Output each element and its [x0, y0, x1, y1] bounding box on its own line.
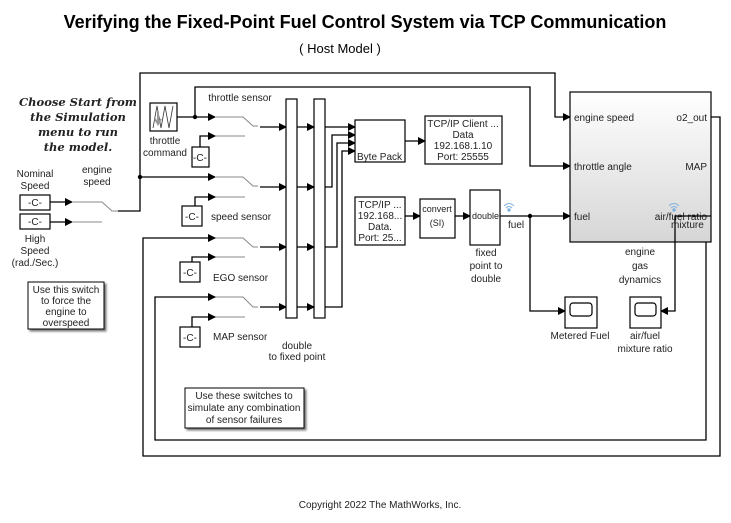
- metered-fuel-scope[interactable]: [564, 296, 598, 329]
- svg-text:TCP/IP Client ...: TCP/IP Client ...: [427, 119, 499, 130]
- signal-logging-icon: [503, 203, 515, 212]
- fixed-to-double-block[interactable]: double: [469, 189, 501, 246]
- engine-label: engine: [625, 247, 655, 258]
- fixed-to-double-label: point to: [470, 261, 503, 272]
- svg-text:Choose Start from: Choose Start from: [19, 95, 137, 109]
- throttle-command-label: throttle: [150, 136, 181, 147]
- engine-speed-switch-label: speed: [83, 177, 110, 188]
- copyright: Copyright 2022 The MathWorks, Inc.: [299, 500, 462, 511]
- svg-text:Port: 25555: Port: 25555: [437, 152, 489, 163]
- high-speed-block[interactable]: -C-: [19, 213, 51, 230]
- page-title: Verifying the Fixed-Point Fuel Control S…: [64, 12, 667, 32]
- port-throttle-angle: throttle angle: [574, 162, 632, 173]
- double-to-fixed-label: to fixed point: [269, 352, 326, 363]
- engine-speed-signal: [118, 72, 571, 212]
- throttle-sensor-label: throttle sensor: [208, 93, 272, 104]
- svg-text:-C-: -C-: [185, 212, 199, 223]
- throttle-command-label: command: [143, 148, 187, 159]
- svg-text:192.168.1.10: 192.168.1.10: [434, 141, 493, 152]
- speed-sensor-label: speed sensor: [211, 212, 272, 223]
- svg-text:-C-: -C-: [183, 268, 197, 279]
- svg-text:-C-: -C-: [183, 333, 197, 344]
- double-to-fixed-block-2[interactable]: [313, 98, 326, 319]
- double-to-fixed-block-1[interactable]: [285, 98, 298, 319]
- svg-text:Use this switch: Use this switch: [33, 285, 100, 296]
- mixture-ratio-scope[interactable]: [629, 296, 662, 329]
- port-fuel: fuel: [574, 212, 590, 223]
- page-subtitle: ( Host Model ): [299, 41, 381, 56]
- tcp-client-block[interactable]: TCP/IP Client ... Data 192.168.1.10 Port…: [424, 115, 503, 165]
- overspeed-annotation: Use this switch to force the engine to o…: [27, 281, 105, 330]
- mixture-signal-label: mixture: [671, 220, 704, 231]
- speed-sensor-constant[interactable]: -C-: [181, 205, 203, 227]
- fixed-to-double-label: fixed: [475, 248, 496, 259]
- engine-gas-dynamics-block[interactable]: engine speed throttle angle fuel o2_out …: [569, 91, 712, 243]
- svg-text:(SI): (SI): [430, 218, 445, 228]
- o2-out-feedback: [142, 116, 721, 457]
- port-air-fuel-ratio: air/fuel ratio: [655, 212, 708, 223]
- svg-text:-C-: -C-: [193, 153, 207, 164]
- svg-text:simulate any combination: simulate any combination: [188, 403, 301, 414]
- ego-sensor-constant[interactable]: -C-: [179, 261, 201, 283]
- convert-block[interactable]: convert (SI): [419, 198, 456, 239]
- svg-text:Port: 25...: Port: 25...: [358, 233, 401, 244]
- fuel-signal-label: fuel: [508, 220, 524, 231]
- map-sensor-label: MAP sensor: [213, 332, 268, 343]
- high-speed-label: (rad./Sec.): [12, 258, 59, 269]
- map-sensor-switch[interactable]: [215, 296, 258, 318]
- engine-speed-switch-label: engine: [82, 165, 112, 176]
- svg-text:Use these switches to: Use these switches to: [195, 391, 293, 402]
- svg-text:-C-: -C-: [28, 198, 42, 209]
- port-map: MAP: [685, 162, 707, 173]
- svg-text:the model.: the model.: [44, 140, 113, 154]
- high-speed-label: Speed: [21, 246, 50, 257]
- throttle-angle-signal: [194, 86, 571, 170]
- ego-sensor-switch[interactable]: [215, 237, 258, 258]
- svg-text:Byte Pack: Byte Pack: [357, 152, 403, 163]
- svg-text:overspeed: overspeed: [43, 318, 90, 329]
- fixed-to-double-label: double: [471, 274, 501, 285]
- svg-text:-C-: -C-: [28, 217, 42, 228]
- svg-text:the Simulation: the Simulation: [30, 110, 126, 124]
- nominal-speed-block[interactable]: -C-: [19, 194, 51, 211]
- svg-text:TCP/IP ...: TCP/IP ...: [358, 200, 401, 211]
- svg-text:to force the: to force the: [41, 296, 91, 307]
- engine-label: gas: [632, 261, 648, 272]
- svg-text:192.168...: 192.168...: [358, 211, 402, 222]
- instructions-note: Choose Start from the Simulation menu to…: [19, 95, 137, 154]
- signal-logging-icon: [668, 203, 680, 212]
- speed-sensor-switch[interactable]: [215, 176, 258, 198]
- nominal-speed-label: Nominal: [17, 169, 54, 180]
- sensor-failures-annotation: Use these switches to simulate any combi…: [184, 387, 305, 429]
- port-o2-out: o2_out: [676, 113, 707, 124]
- svg-text:Data: Data: [452, 130, 474, 141]
- engine-label: dynamics: [619, 275, 661, 286]
- byte-pack-block[interactable]: Byte Pack: [354, 119, 406, 163]
- map-sensor-constant[interactable]: -C-: [179, 326, 201, 348]
- throttle-sensor-constant[interactable]: -C-: [191, 146, 210, 168]
- mixture-scope-label: air/fuel: [630, 331, 660, 342]
- engine-speed-switch[interactable]: [72, 201, 118, 223]
- svg-text:Data.: Data.: [368, 222, 392, 233]
- metered-fuel-label: Metered Fuel: [551, 331, 610, 342]
- tcp-receive-block[interactable]: TCP/IP ... 192.168... Data. Port: 25...: [354, 196, 406, 246]
- nominal-speed-label: Speed: [21, 181, 50, 192]
- high-speed-label: High: [25, 234, 46, 245]
- svg-text:menu to run: menu to run: [38, 125, 118, 139]
- svg-text:convert: convert: [422, 204, 452, 214]
- mixture-signal: [660, 215, 711, 315]
- mixture-scope-label: mixture ratio: [617, 344, 672, 355]
- svg-text:engine to: engine to: [45, 307, 87, 318]
- ego-sensor-label: EGO sensor: [213, 273, 269, 284]
- double-to-fixed-label: double: [282, 341, 312, 352]
- port-engine-speed: engine speed: [574, 113, 634, 124]
- throttle-sensor-switch[interactable]: [215, 116, 258, 137]
- svg-text:of sensor failures: of sensor failures: [206, 415, 282, 426]
- throttle-command-block[interactable]: [149, 102, 178, 132]
- svg-text:double: double: [472, 211, 499, 221]
